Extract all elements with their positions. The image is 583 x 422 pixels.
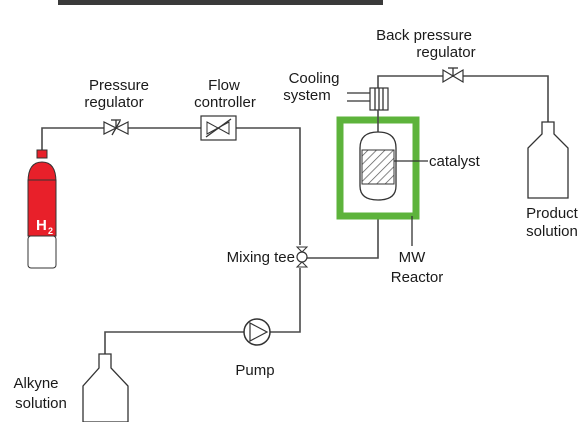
mw-label-line1: MW: [399, 249, 426, 266]
product-label-line1: Product: [526, 205, 579, 222]
mw-label-line2: Reactor: [391, 269, 444, 286]
back-pressure-label-line1: Back pressure: [376, 27, 472, 44]
product-label-line2: solution: [526, 223, 578, 240]
cooling-system-label-line1: Cooling: [289, 70, 340, 87]
alkyne-line: [104, 331, 244, 362]
pump-out-line: [270, 268, 301, 333]
catalyst-bed: [361, 149, 395, 185]
catalyst-label: catalyst: [429, 153, 481, 170]
mw-reactor: [336, 87, 428, 220]
gas-label: H: [36, 217, 47, 234]
alkyne-bottle: [82, 353, 129, 422]
gas-subscript: 2: [48, 226, 53, 236]
flow-controller-label-line2: controller: [194, 94, 256, 111]
flow-controller-label-line1: Flow: [208, 77, 240, 94]
hydrogen-cylinder: H 2: [27, 149, 57, 269]
pressure-regulator-valve: [103, 119, 129, 136]
flow-controller-box: [200, 115, 237, 141]
feed-line: [305, 206, 379, 259]
alkyne-label-line2: solution: [15, 395, 67, 412]
pump-label: Pump: [235, 362, 274, 379]
back-pressure-regulator-valve: [442, 67, 464, 84]
top-banner: [58, 0, 383, 5]
product-bottle: [527, 121, 569, 199]
pressure-regulator-label-line1: Pressure: [89, 77, 149, 94]
back-pressure-label-line2: regulator: [416, 44, 475, 61]
mixing-tee-label: Mixing tee: [227, 249, 295, 266]
gas-line: [41, 127, 301, 245]
alkyne-label-line1: Alkyne: [13, 375, 58, 392]
mixing-tee: [295, 246, 309, 268]
cooling-system-label-line2: system: [283, 87, 331, 104]
pump: [243, 318, 271, 346]
pressure-regulator-label-line2: regulator: [84, 94, 143, 111]
